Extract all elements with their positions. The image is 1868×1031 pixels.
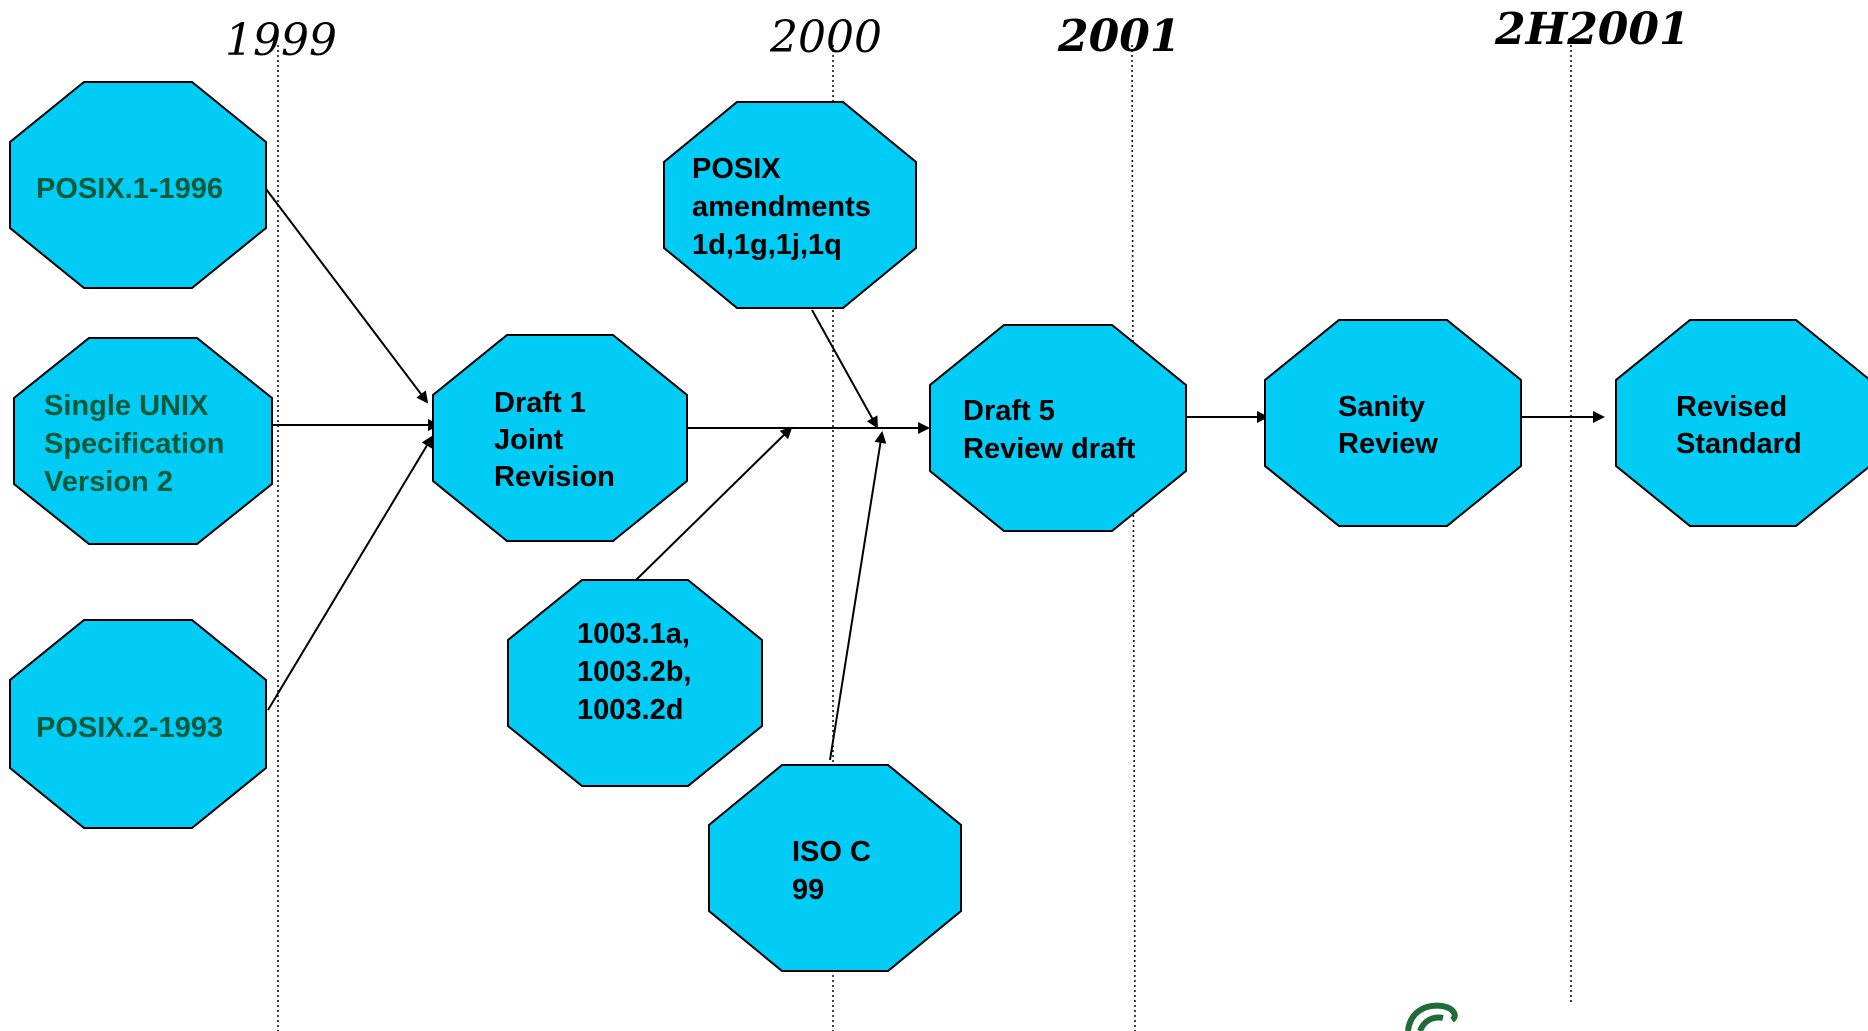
node-amend-1003: 1003.1a, 1003.2b, 1003.2d (507, 579, 763, 787)
node-label-line: Review draft (963, 433, 1136, 465)
node-label-line: POSIX.1-1996 (36, 173, 223, 205)
node-posix2-1993: POSIX.2-1993 (9, 619, 267, 829)
arrow-posix1-to-draft1 (262, 184, 429, 404)
node-iso-c99: ISO C 99 (708, 764, 962, 972)
node-label-line: 1003.2b, (577, 656, 691, 688)
octagon-shape (929, 324, 1187, 532)
octagon-shape (9, 619, 267, 829)
year-label-2001: 2001 (1057, 11, 1180, 62)
octagon-shape (432, 334, 688, 542)
node-label-line: Draft 1 (494, 387, 586, 419)
node-posix-amend: POSIX amendments 1d,1g,1j,1q (663, 101, 917, 309)
arrow-1003-to-draft5 (635, 426, 793, 581)
node-posix1-1996: POSIX.1-1996 (9, 81, 267, 289)
node-label-line: Specification (44, 428, 225, 460)
octagon-shape (1615, 319, 1868, 527)
node-label-line: Review (1338, 428, 1438, 460)
year-label-2000: 2000 (769, 12, 882, 63)
node-label-line: 1003.2d (577, 694, 683, 726)
year-label-1999: 1999 (225, 15, 337, 66)
octagon-shape (663, 101, 917, 309)
arrow-posix2-to-draft1 (267, 435, 434, 711)
node-label-line: Version 2 (44, 466, 173, 498)
node-label-line: 1d,1g,1j,1q (692, 229, 842, 261)
node-label-line: POSIX.2-1993 (36, 712, 223, 744)
year-label-2h2001: 2H2001 (1494, 4, 1690, 55)
octagon-shape (708, 764, 962, 972)
flow-arrows (260, 184, 1605, 761)
node-label-line: Revised (1676, 391, 1787, 423)
node-label-line: Joint (494, 424, 564, 456)
arrow-amend-to-draft5 (811, 309, 878, 429)
logo-fragment (1405, 1002, 1458, 1031)
octagon-shape (9, 81, 267, 289)
node-label-line: Revision (494, 461, 615, 493)
octagon-shape (507, 579, 763, 787)
node-label-line: Draft 5 (963, 395, 1055, 427)
node-label-line: 99 (792, 874, 824, 906)
node-label-line: Sanity (1338, 391, 1425, 423)
node-label-line: ISO C (792, 836, 871, 868)
node-draft5: Draft 5 Review draft (929, 324, 1187, 532)
node-label-line: Standard (1676, 428, 1802, 460)
node-label-line: 1003.1a, (577, 618, 690, 650)
node-label-line: amendments (692, 191, 871, 223)
octagon-shape (1264, 319, 1522, 527)
node-label-line: Single UNIX (44, 390, 209, 422)
node-label-line: POSIX (692, 153, 781, 185)
arrow-isoc-to-draft5 (829, 431, 887, 761)
year-line-2001 (1131, 44, 1136, 1031)
octagon-shape (13, 337, 273, 545)
